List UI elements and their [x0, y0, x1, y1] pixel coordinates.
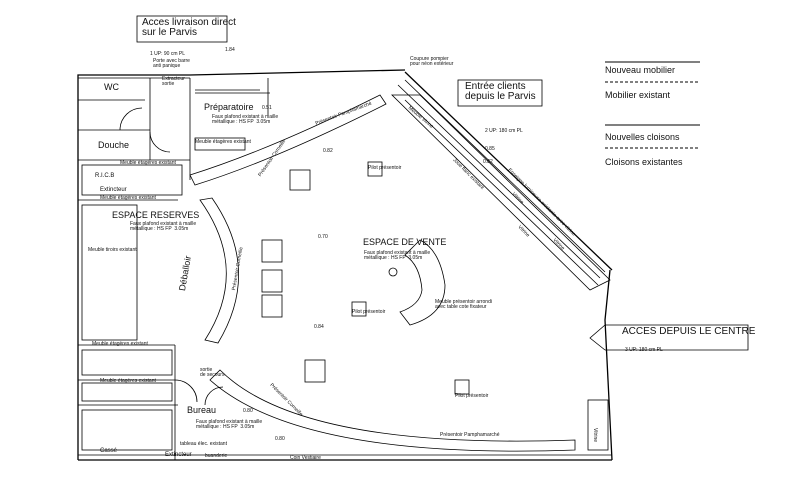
- room-douche: Douche: [98, 140, 130, 150]
- presentoir-unit: [261, 269, 283, 293]
- dim-085: 0.85: [485, 146, 495, 152]
- counter-bureau: [209, 369, 576, 452]
- outer-wall-east: [604, 269, 613, 461]
- note-meuble-arrondi: Meuble présentoir arrondi avec table cot…: [435, 299, 492, 310]
- room-bureau: Bureau: [187, 405, 217, 415]
- presentoir-unit: [289, 169, 311, 191]
- counter-preparatoire: [189, 94, 387, 186]
- vitrine-run: [391, 94, 611, 291]
- room-espace-vente: ESPACE DE VENTE: [363, 237, 447, 247]
- note-faux-plafond-reserves: Faux plafond existant à maille métalliqu…: [130, 221, 197, 232]
- dim-082b: 0.82: [483, 159, 493, 165]
- note-up-top: 1 UP: 90 cm PL: [150, 51, 186, 57]
- dim-080b: 0.80: [275, 436, 285, 442]
- note-faux-plafond-prep: Faux plafond existant à maille métalliqu…: [212, 114, 279, 125]
- presentoir-unit: [261, 294, 283, 318]
- livraison-box: [136, 15, 228, 43]
- note-porte-barre: Porte avec barre anti panique: [153, 58, 190, 69]
- note-coupure: Coupure pompier pour néon extérieur: [410, 56, 454, 67]
- dim-082a: 0.82: [323, 148, 333, 154]
- label-entree-clients: Entrée clients depuis le Parvis: [465, 81, 536, 102]
- room-wc: WC: [104, 82, 119, 92]
- legend-nouvelles-cloisons: Nouvelles cloisons: [605, 132, 680, 142]
- note-meuble-etageres: Meuble étagères existant: [195, 139, 251, 145]
- label-acces-livraison: Acces livraison direct sur le Parvis: [142, 17, 236, 38]
- presentoir-unit: [304, 359, 326, 383]
- note-tableau-elec: tableau élec. existant: [180, 441, 227, 447]
- fixture-centre: [388, 267, 398, 277]
- note-buanderie: buanderie: [205, 453, 228, 459]
- legend-nouveau-mobilier: Nouveau mobilier: [605, 65, 676, 75]
- entree-box: [457, 79, 543, 107]
- pilot-box: [351, 301, 367, 317]
- note-coin-vestiaire: Coin Vestiaire: [290, 455, 321, 461]
- dim-184: 1.84: [225, 47, 235, 53]
- note-up-right: 2 UP: 180 cm PL: [485, 128, 523, 134]
- label-ric: R.I.C.B: [95, 173, 115, 179]
- note-meuble-etageres: Meuble étagères existant: [100, 378, 156, 384]
- room-espace-reserves: ESPACE RESERVES: [112, 210, 200, 220]
- note-pilot-presentoir: Pilot présentoir: [455, 393, 489, 399]
- label-acces-centre: ACCES DEPUIS LE CENTRE: [622, 326, 756, 337]
- note-pilot-presentoir: Pilot présentoir: [368, 165, 402, 171]
- counter-deballoir: [199, 197, 239, 344]
- label-extincteur-top: Extincteur: [100, 187, 127, 193]
- note-faux-plafond-vente: Faux plafond existant à maille métalliqu…: [364, 250, 431, 261]
- outer-wall-west: [77, 74, 190, 460]
- pilot-box: [454, 379, 470, 395]
- presentoir-unit: [261, 239, 283, 263]
- facade-diagonal-outer: [404, 71, 613, 271]
- label-casse: Cassé: [100, 448, 118, 454]
- legend-cloisons-existantes: Cloisons existantes: [605, 157, 683, 167]
- dim-070: 0.70: [318, 234, 328, 240]
- pilot-box: [367, 161, 383, 177]
- note-extract-sortie: Extracteur sortie: [162, 76, 185, 87]
- label-extincteur-bottom: Extincteur: [165, 452, 192, 458]
- presentoir-unit: [587, 399, 609, 451]
- note-meuble-etageres: Meuble étagères existant: [120, 160, 176, 166]
- note-vitrine: Vitrine: [592, 428, 598, 443]
- access-arrow: [589, 324, 749, 351]
- note-meuble-tiroirs: Meuble tiroirs existant: [88, 247, 137, 253]
- note-meuble-etageres: Meuble étagères existant: [92, 341, 148, 347]
- note-faux-plafond-bureau: Faux plafond existant à maille métalliqu…: [196, 419, 263, 430]
- note-pilot-presentoir: Pilot présentoir: [352, 309, 386, 315]
- room-preparatoire: Préparatoire: [204, 102, 254, 112]
- outer-wall-north: [189, 69, 406, 76]
- dim-084: 0.84: [314, 324, 324, 330]
- note-up-centre: 3 UP: 180 cm PL: [625, 347, 663, 353]
- dim-051: 0.51: [262, 105, 272, 111]
- note-meuble-etageres: Meuble étagères existant: [100, 195, 156, 201]
- label-sortie: sortie de secours: [200, 367, 225, 378]
- legend-mobilier-existant: Mobilier existant: [605, 90, 671, 100]
- counter-round-centre: [399, 239, 446, 326]
- note-presentoir-pamphamarche: Présentoir Pamphamarché: [440, 432, 500, 438]
- dim-080a: 0.80: [243, 408, 253, 414]
